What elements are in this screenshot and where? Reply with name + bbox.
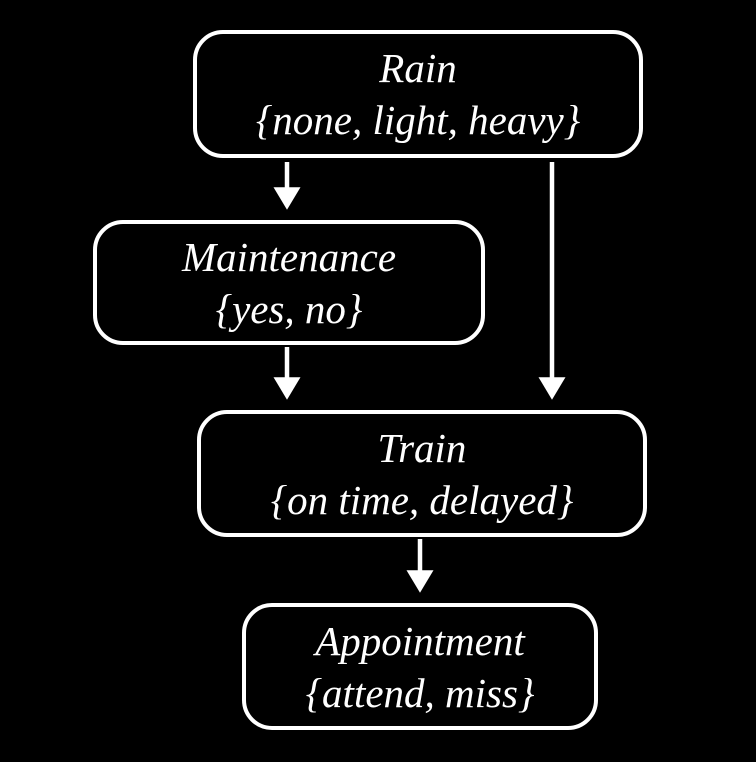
node-maintenance: Maintenance {yes, no} [93, 220, 485, 345]
node-rain-values: {none, light, heavy} [255, 97, 581, 143]
node-appointment: Appointment {attend, miss} [242, 603, 598, 730]
node-maintenance-label: Maintenance [181, 233, 397, 280]
node-appointment-values: {attend, miss} [305, 669, 535, 716]
node-maintenance-values: {yes, no} [215, 285, 363, 332]
node-appointment-label: Appointment [315, 617, 525, 664]
node-rain: Rain {none, light, heavy} [193, 30, 643, 158]
node-rain-label: Rain [379, 45, 457, 91]
node-train-label: Train [377, 424, 467, 471]
node-train-values: {on time, delayed} [270, 476, 574, 523]
node-train: Train {on time, delayed} [197, 410, 647, 537]
